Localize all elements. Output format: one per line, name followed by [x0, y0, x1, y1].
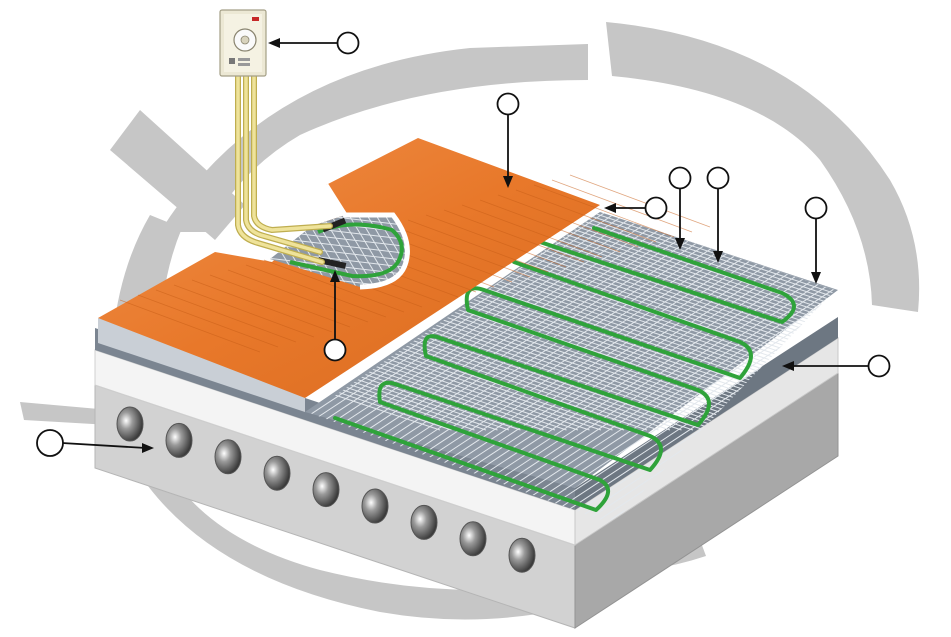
- callout-heating-cable[interactable]: [706, 166, 730, 264]
- slab-hole: [410, 504, 438, 540]
- callout-cold-joint[interactable]: [604, 196, 668, 220]
- thermostat-icon: [219, 9, 267, 77]
- slab-hole: [116, 406, 144, 442]
- slab-hole: [459, 521, 487, 557]
- callout-concrete-slab[interactable]: [36, 429, 154, 457]
- callout-mesh[interactable]: [668, 166, 692, 251]
- arc-bottom-left: [20, 402, 110, 425]
- arc-cross-left: [110, 110, 245, 240]
- slab-holes: [116, 406, 536, 573]
- callout-sensor-tube[interactable]: [323, 270, 347, 362]
- cutout-edge: [323, 183, 410, 290]
- callout-insulation-layer[interactable]: [782, 354, 891, 378]
- slab-hole: [312, 472, 340, 508]
- wood-front-edge: [98, 318, 305, 412]
- floor-covering: [98, 138, 711, 412]
- callouts: [36, 31, 891, 457]
- thermostat-wires: [235, 69, 333, 265]
- cable-coupling-lower: [317, 257, 347, 269]
- arc-top-right: [606, 22, 920, 312]
- slab-hole: [361, 488, 389, 524]
- callout-screed-layer[interactable]: [804, 196, 828, 285]
- slab-hole: [263, 455, 291, 491]
- callout-floor-covering[interactable]: [496, 92, 520, 189]
- slab-hole: [508, 537, 536, 573]
- slab-hole: [165, 422, 193, 458]
- callout-thermostat[interactable]: [268, 31, 360, 55]
- thermostat-assembly: [219, 9, 333, 265]
- slab-hole: [214, 439, 242, 475]
